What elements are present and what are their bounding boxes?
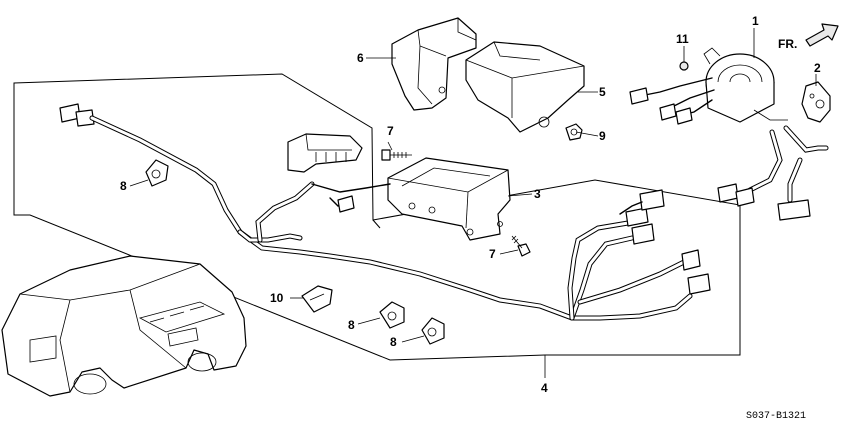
reel-wiring <box>629 77 829 221</box>
callout-5: 5 <box>599 85 606 99</box>
bolt-part-7-lower <box>511 235 531 257</box>
vehicle-illustration <box>1 255 247 397</box>
srs-unit-part-3 <box>387 157 511 241</box>
cover-part-5 <box>465 41 585 133</box>
callout-labels: 1 2 3 4 5 6 7 7 8 8 8 9 10 11 <box>120 14 821 395</box>
callout-2: 2 <box>814 61 821 75</box>
callout-7-upper: 7 <box>387 124 394 138</box>
clip-part-8-lower <box>421 317 445 345</box>
clip-part-8-mid <box>379 301 405 329</box>
cable-reel-part-1 <box>703 47 788 123</box>
diagram-code: S037-B1321 <box>746 411 806 422</box>
callout-11: 11 <box>676 32 689 46</box>
screw-part-11 <box>679 61 689 71</box>
callout-4: 4 <box>541 381 548 395</box>
callout-8-lower: 8 <box>390 335 397 349</box>
callout-7-lower: 7 <box>489 247 496 261</box>
callout-10: 10 <box>270 291 284 305</box>
harness-right-branches <box>567 189 711 321</box>
callout-8-mid: 8 <box>348 318 355 332</box>
leader-lines <box>129 28 817 343</box>
callout-6: 6 <box>357 51 364 65</box>
assembly-boundary <box>13 73 741 378</box>
front-direction-arrow: FR. <box>778 23 839 51</box>
fr-label: FR. <box>778 37 797 51</box>
callout-3: 3 <box>534 187 541 201</box>
clip-part-8-left <box>145 159 169 187</box>
bolt-part-7-upper <box>381 149 412 161</box>
main-harness-left <box>59 103 575 321</box>
callout-8-left: 8 <box>120 179 127 193</box>
callout-9: 9 <box>599 129 606 143</box>
callout-1: 1 <box>752 14 759 28</box>
clip-part-10 <box>301 285 333 313</box>
cover-bracket-part-6 <box>391 17 477 111</box>
bolt-part-9 <box>565 123 583 141</box>
clip-part-2 <box>801 81 831 123</box>
